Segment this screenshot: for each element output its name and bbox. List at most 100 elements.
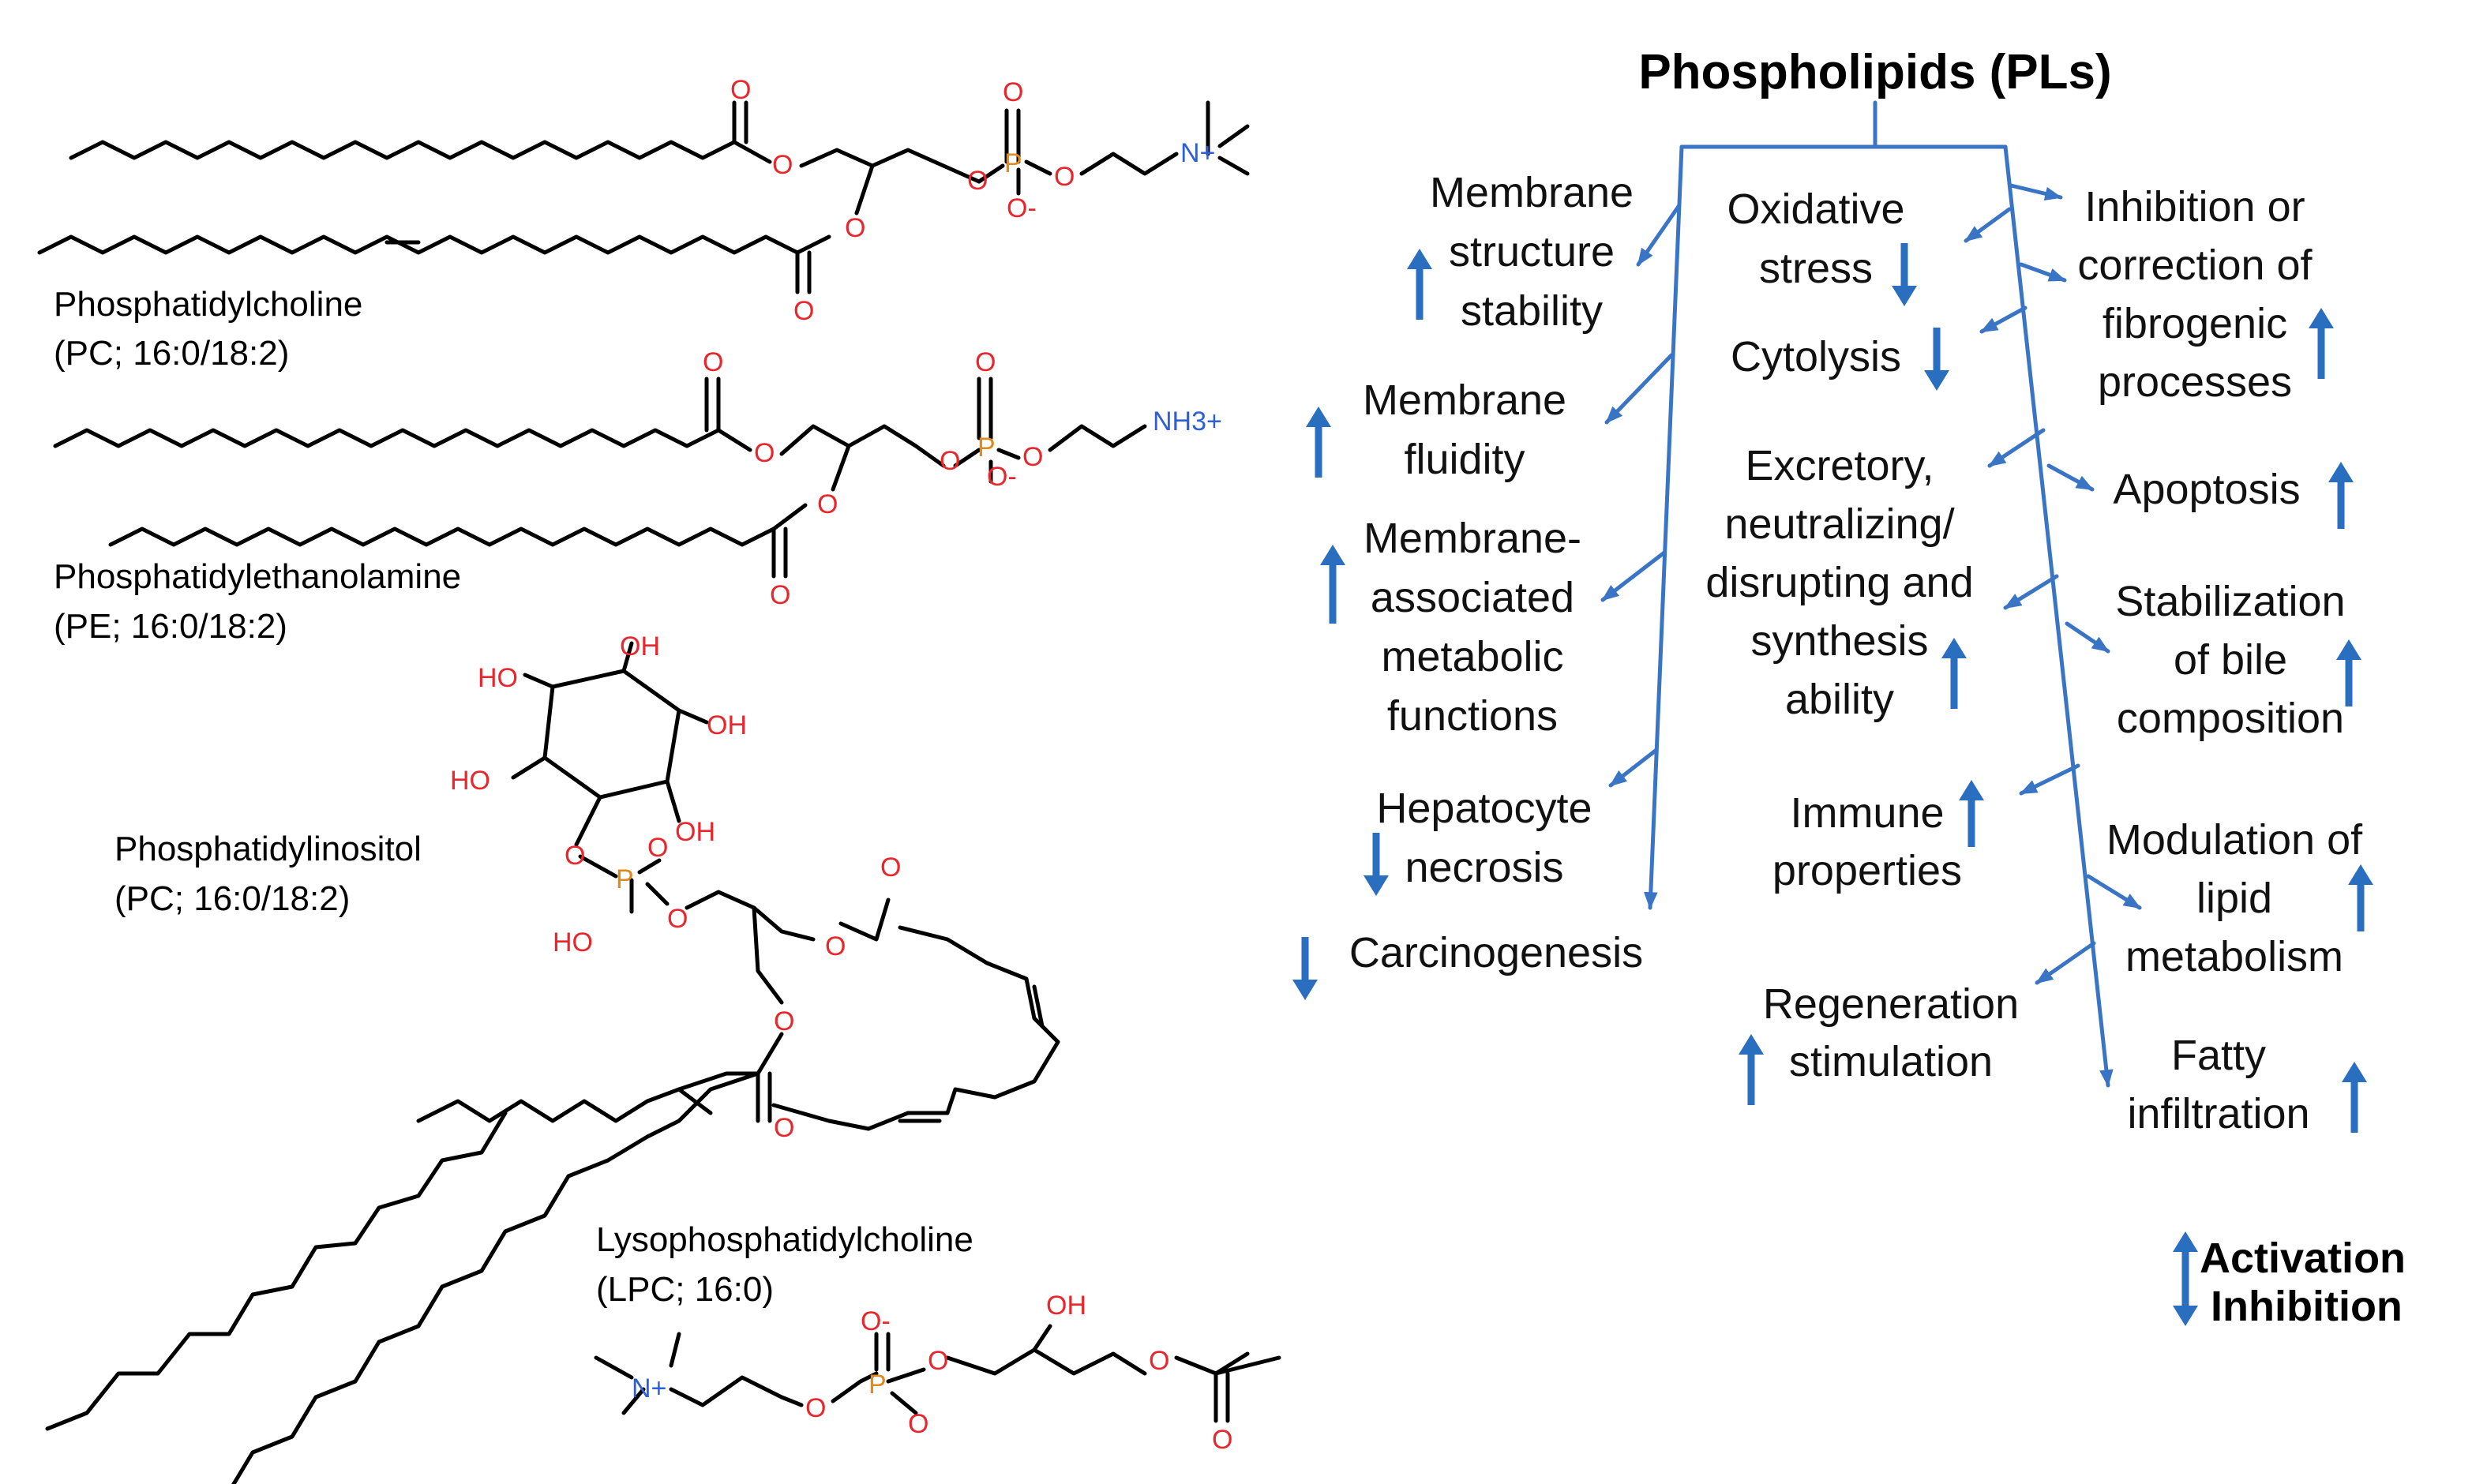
- effect-label: Membrane: [1363, 377, 1566, 424]
- effect-node-right: Fatty infiltration: [2127, 1032, 2367, 1137]
- effect-label: Apoptosis: [2113, 466, 2300, 513]
- right-trunk: [2003, 144, 2114, 1088]
- effect-label: ability: [1785, 676, 1894, 723]
- up-arrow-icon: [1320, 545, 1345, 624]
- atom-ho: HO: [478, 663, 518, 693]
- effect-node-right: Apoptosis: [2113, 462, 2354, 529]
- atom-p: P: [616, 864, 634, 894]
- effect-label: fibrogenic: [2103, 300, 2287, 347]
- atom-o: O: [825, 931, 846, 961]
- lpc-structure: [594, 1324, 1281, 1423]
- effect-label: Excretory,: [1745, 442, 1934, 489]
- effect-node-left: Membrane structure stability: [1407, 169, 1634, 335]
- pc-structure: [37, 100, 1250, 294]
- down-arrow-icon: [1364, 833, 1389, 896]
- legend-up-arrow-icon: [2173, 1231, 2198, 1279]
- effect-label: fluidity: [1404, 436, 1525, 483]
- effect-label: Membrane: [1430, 169, 1634, 216]
- effect-label: processes: [2098, 358, 2292, 406]
- lpc-name: Lysophosphatidylcholine: [596, 1220, 973, 1259]
- legend: Activation Inhibition: [2173, 1231, 2406, 1330]
- atom-o: O: [770, 580, 790, 610]
- atom-o-minus: O-: [1007, 193, 1037, 223]
- effect-label: lipid: [2196, 875, 2272, 922]
- effect-node-left: Membrane fluidity: [1306, 377, 1566, 483]
- atom-p: P: [868, 1370, 887, 1400]
- effect-label: stress: [1759, 245, 1873, 292]
- effect-label: stimulation: [1789, 1038, 1993, 1085]
- atom-o: O: [1022, 442, 1043, 472]
- atom-o: O: [1212, 1425, 1232, 1455]
- effect-label: Immune: [1790, 789, 1944, 837]
- up-arrow-icon: [2173, 1231, 2198, 1279]
- pi-atoms: HO OH OH HO OH O O P HO O O O O O: [450, 631, 901, 1143]
- molecule-labels: Phosphatidylcholine (PC; 16:0/18:2) Phos…: [54, 285, 973, 1309]
- effect-node-middle: Excretory, neutralizing/disrupting and syn…: [1705, 442, 1973, 723]
- effect-label: Carcinogenesis: [1349, 929, 1643, 976]
- effect-label: infiltration: [2127, 1090, 2309, 1137]
- up-arrow-icon: [2309, 308, 2334, 379]
- down-arrow-icon: [1292, 937, 1318, 1000]
- atom-o: O: [880, 853, 901, 883]
- effect-node-left: Carcinogenesis: [1292, 929, 1643, 1000]
- atom-o: O: [1149, 1346, 1169, 1376]
- up-arrow-icon: [1407, 249, 1432, 320]
- legend-inhibition-label: Inhibition: [2211, 1283, 2403, 1330]
- lpc-atoms: N+ O O- P O O OH O O: [632, 1291, 1232, 1455]
- effect-label: metabolic: [1381, 633, 1563, 680]
- atom-o: O: [647, 833, 668, 863]
- effect-label: disrupting and: [1705, 559, 1973, 606]
- atom-o: O: [667, 904, 688, 934]
- atom-o: O: [908, 1409, 928, 1439]
- effect-label: Hepatocyte: [1376, 785, 1592, 832]
- atom-o: O: [730, 75, 751, 105]
- up-arrow-icon: [1306, 407, 1331, 478]
- atom-o: O: [975, 347, 996, 377]
- effect-label: Fatty: [2171, 1032, 2266, 1079]
- atom-p: P: [1004, 148, 1022, 178]
- effect-nodes: MembranestructurestabilityMembranefluidi…: [1292, 169, 2373, 1137]
- atom-oh: OH: [620, 631, 660, 661]
- up-arrow-icon: [2348, 864, 2373, 931]
- up-arrow-icon: [1959, 780, 1984, 847]
- effect-label: functions: [1387, 692, 1558, 740]
- effect-label: synthesis: [1750, 617, 1928, 665]
- down-arrow-icon: [1924, 328, 1949, 391]
- effect-label: neutralizing/: [1724, 500, 1954, 548]
- effect-label: structure: [1449, 228, 1615, 275]
- flow-lines: [1600, 100, 2142, 1088]
- pi-structure: [45, 641, 1060, 1484]
- lpc-composition: (LPC; 16:0): [596, 1270, 774, 1309]
- atom-o: O: [805, 1393, 826, 1423]
- pc-atoms: O O O O O O P O- O N+: [730, 75, 1215, 326]
- atom-o: O: [845, 213, 865, 243]
- effect-label: Regeneration: [1763, 980, 2019, 1028]
- atom-o: O: [703, 347, 723, 377]
- atom-o-minus: O-: [987, 462, 1017, 492]
- effect-node-middle: Regeneration stimulation: [1739, 980, 2019, 1105]
- pc-composition: (PC; 16:0/18:2): [54, 334, 289, 373]
- effect-label: Stabilization: [2115, 578, 2345, 625]
- pe-atoms: O O O O O O P O- O NH3+: [703, 347, 1222, 610]
- atom-oh: OH: [675, 817, 715, 847]
- pe-name: Phosphatidylethanolamine: [54, 557, 461, 596]
- pc-name: Phosphatidylcholine: [54, 285, 362, 324]
- atom-o: O: [565, 841, 585, 871]
- effect-label: Modulation of: [2106, 816, 2363, 864]
- atom-o: O: [772, 150, 793, 180]
- atom-o: O: [967, 166, 988, 196]
- effect-label: metabolism: [2125, 933, 2343, 980]
- effect-label: stability: [1461, 287, 1603, 335]
- atom-o: O: [774, 1006, 794, 1036]
- pi-composition: (PC; 16:0/18:2): [114, 879, 350, 918]
- atom-o: O: [754, 438, 775, 468]
- effect-node-middle: Cytolysis: [1731, 328, 1949, 391]
- up-arrow-icon: [1739, 1034, 1764, 1105]
